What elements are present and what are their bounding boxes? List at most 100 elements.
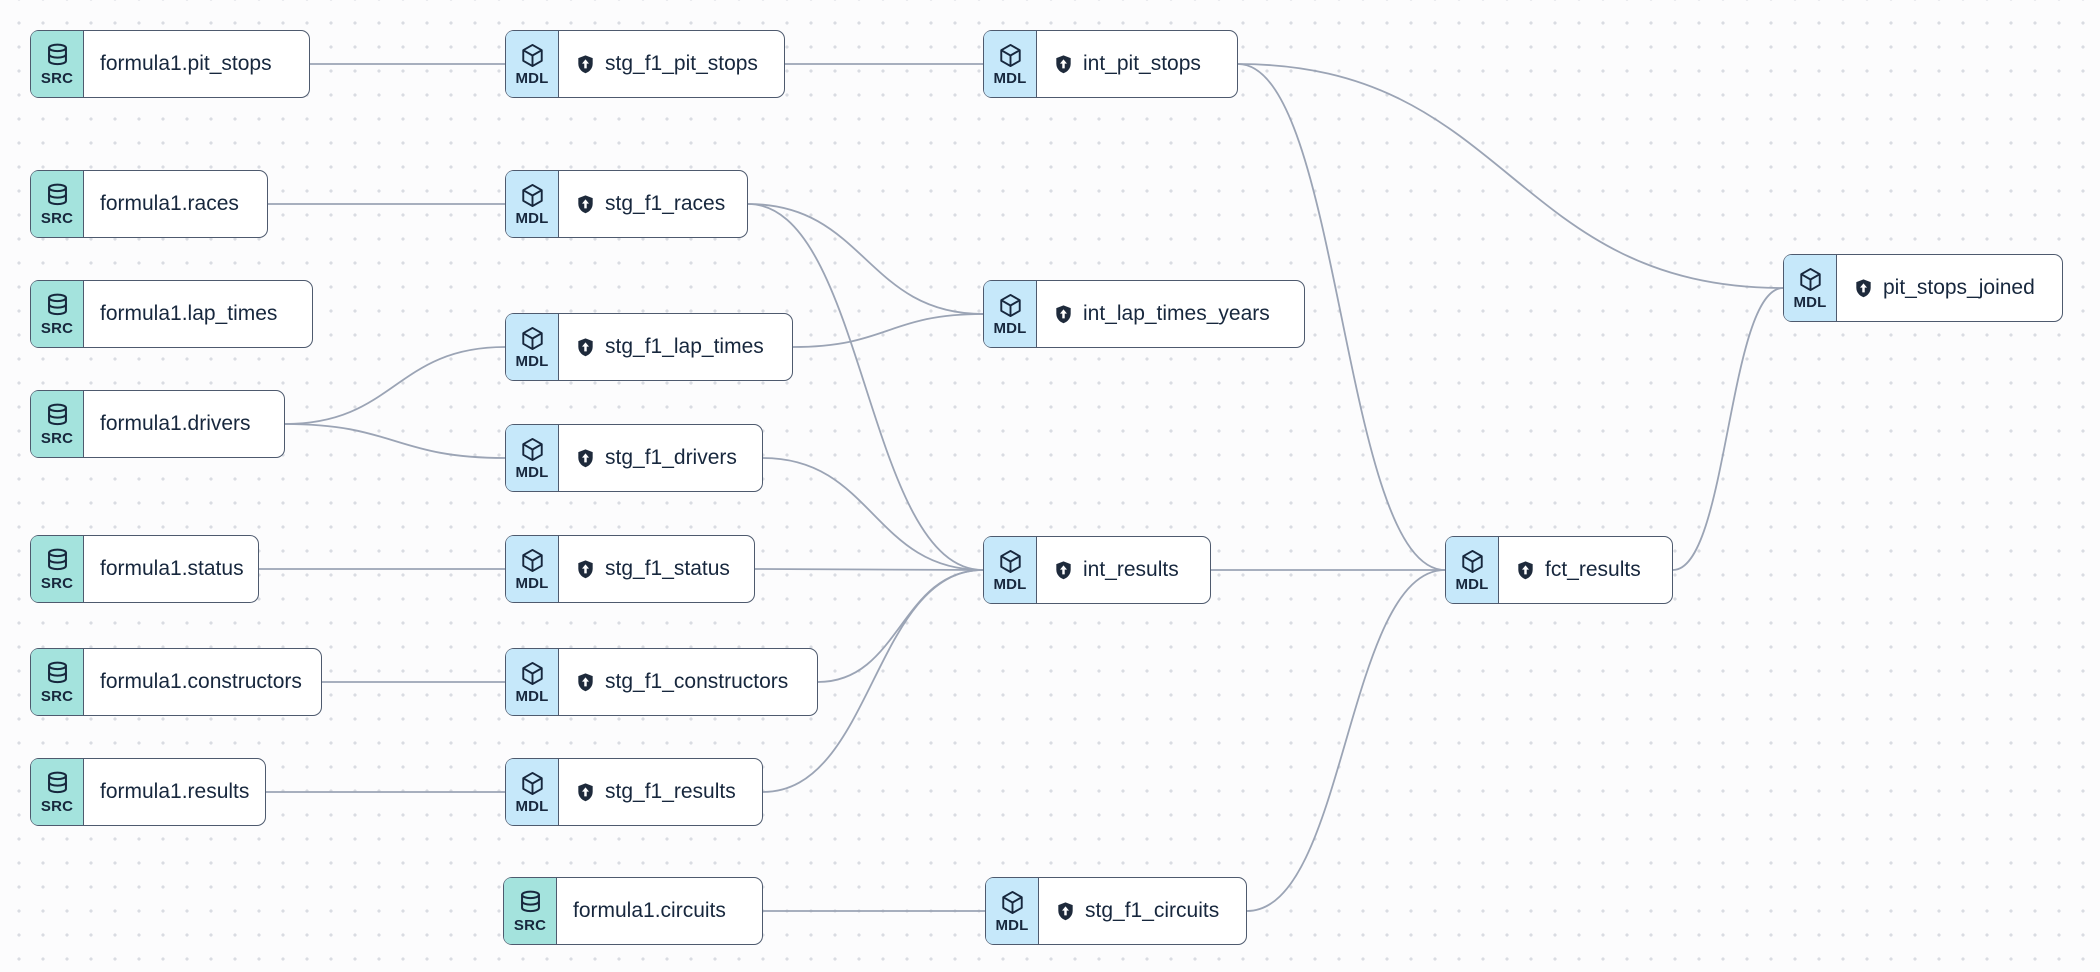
node-stg_pit_stops[interactable]: MDL stg_f1_pit_stops — [505, 30, 785, 98]
node-type-badge: MDL — [506, 536, 559, 602]
database-icon — [47, 661, 67, 684]
node-body: formula1.constructors — [84, 649, 318, 715]
node-src_lap_times[interactable]: SRC formula1.lap_times — [30, 280, 313, 348]
node-type-label: SRC — [513, 917, 547, 934]
shield-icon — [578, 337, 593, 356]
edge-stg_circuits-fct_results — [1246, 569, 1446, 912]
edge-stg_drivers-int_results — [762, 457, 984, 571]
node-stg_lap_times[interactable]: MDL stg_f1_lap_times — [505, 313, 793, 381]
node-src_constructors[interactable]: SRC formula1.constructors — [30, 648, 322, 716]
node-type-badge: MDL — [984, 31, 1037, 97]
shield-icon — [578, 672, 593, 691]
node-name: stg_f1_status — [605, 557, 730, 580]
node-type-label: SRC — [40, 320, 74, 337]
node-type-badge: SRC — [31, 171, 84, 237]
node-stg_constructors[interactable]: MDL stg_f1_constructors — [505, 648, 818, 716]
node-name: formula1.lap_times — [100, 302, 278, 325]
shield-icon — [1056, 560, 1071, 579]
node-body: pit_stops_joined — [1837, 255, 2051, 321]
node-src_pit_stops[interactable]: SRC formula1.pit_stops — [30, 30, 310, 98]
node-body: formula1.status — [84, 536, 258, 602]
node-type-badge: MDL — [1446, 537, 1499, 603]
node-src_drivers[interactable]: SRC formula1.drivers — [30, 390, 285, 458]
node-src_status[interactable]: SRC formula1.status — [30, 535, 259, 603]
node-type-label: SRC — [40, 575, 74, 592]
node-body: stg_f1_drivers — [559, 425, 753, 491]
node-name: formula1.status — [100, 557, 244, 580]
cube-icon — [521, 437, 543, 462]
node-body: stg_f1_pit_stops — [559, 31, 774, 97]
node-type-badge: SRC — [31, 759, 84, 825]
node-type-label: MDL — [515, 575, 549, 592]
node-name: int_pit_stops — [1083, 52, 1201, 75]
node-body: stg_f1_status — [559, 536, 746, 602]
database-icon — [47, 293, 67, 316]
node-stg_status[interactable]: MDL stg_f1_status — [505, 535, 755, 603]
node-src_races[interactable]: SRC formula1.races — [30, 170, 268, 238]
edge-stg_constructors-int_results — [817, 569, 984, 683]
node-type-label: MDL — [515, 353, 549, 370]
node-body: formula1.drivers — [84, 391, 267, 457]
edge-src_drivers-stg_lap_times — [284, 346, 506, 425]
node-type-badge: MDL — [506, 649, 559, 715]
cube-icon — [521, 661, 543, 686]
node-name: formula1.pit_stops — [100, 52, 272, 75]
node-name: formula1.circuits — [573, 899, 726, 922]
edge-stg_races-int_lap_times_years — [747, 203, 984, 315]
node-stg_results[interactable]: MDL stg_f1_results — [505, 758, 763, 826]
node-type-label: MDL — [993, 320, 1027, 337]
node-body: stg_f1_circuits — [1039, 878, 1235, 944]
cube-icon — [521, 183, 543, 208]
node-body: formula1.results — [84, 759, 265, 825]
node-name: int_lap_times_years — [1083, 302, 1270, 325]
database-icon — [47, 771, 67, 794]
node-fct_results[interactable]: MDL fct_results — [1445, 536, 1673, 604]
node-src_results[interactable]: SRC formula1.results — [30, 758, 266, 826]
node-type-badge: MDL — [506, 31, 559, 97]
node-type-badge: MDL — [984, 281, 1037, 347]
edge-fct_results-pit_stops_joined — [1672, 287, 1784, 571]
node-name: stg_f1_results — [605, 780, 736, 803]
node-name: stg_f1_races — [605, 192, 726, 215]
shield-icon — [578, 448, 593, 467]
node-name: pit_stops_joined — [1883, 276, 2035, 299]
cube-icon — [1001, 890, 1023, 915]
node-type-badge: SRC — [31, 31, 84, 97]
node-type-badge: MDL — [1784, 255, 1837, 321]
cube-icon — [521, 43, 543, 68]
node-type-badge: SRC — [31, 649, 84, 715]
node-type-label: MDL — [515, 210, 549, 227]
edge-int_pit_stops-pit_stops_joined — [1237, 63, 1784, 289]
node-int_results[interactable]: MDL int_results — [983, 536, 1211, 604]
edge-stg_results-int_results — [762, 569, 984, 793]
node-name: formula1.results — [100, 780, 250, 803]
shield-icon — [1058, 901, 1073, 920]
database-icon — [520, 890, 540, 913]
node-stg_races[interactable]: MDL stg_f1_races — [505, 170, 748, 238]
node-type-badge: SRC — [31, 391, 84, 457]
node-type-label: MDL — [1793, 294, 1827, 311]
node-name: formula1.races — [100, 192, 239, 215]
node-stg_circuits[interactable]: MDL stg_f1_circuits — [985, 877, 1247, 945]
node-type-label: SRC — [40, 210, 74, 227]
node-type-badge: SRC — [31, 281, 84, 347]
node-type-label: SRC — [40, 688, 74, 705]
database-icon — [47, 403, 67, 426]
node-type-badge: MDL — [984, 537, 1037, 603]
node-type-badge: MDL — [986, 878, 1039, 944]
database-icon — [47, 43, 67, 66]
node-int_lap_times_years[interactable]: MDL int_lap_times_years — [983, 280, 1305, 348]
node-type-badge: SRC — [504, 878, 557, 944]
node-type-label: MDL — [993, 576, 1027, 593]
node-int_pit_stops[interactable]: MDL int_pit_stops — [983, 30, 1238, 98]
edge-stg_status-int_results — [754, 568, 984, 571]
edge-src_drivers-stg_drivers — [284, 423, 506, 459]
node-stg_drivers[interactable]: MDL stg_f1_drivers — [505, 424, 763, 492]
node-type-label: SRC — [40, 430, 74, 447]
cube-icon — [1799, 267, 1821, 292]
node-src_circuits[interactable]: SRC formula1.circuits — [503, 877, 763, 945]
node-pit_stops_joined[interactable]: MDL pit_stops_joined — [1783, 254, 2063, 322]
node-body: stg_f1_constructors — [559, 649, 804, 715]
